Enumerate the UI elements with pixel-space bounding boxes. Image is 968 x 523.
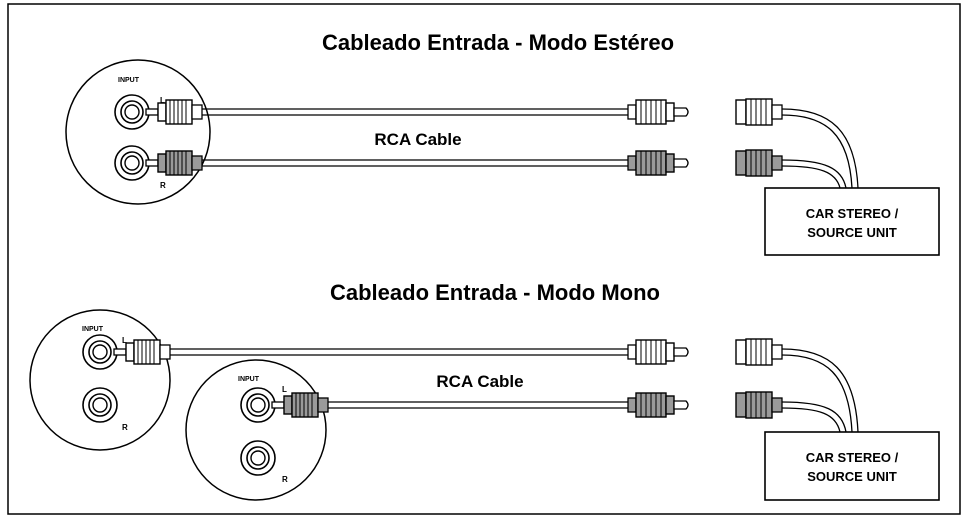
stereo-cable-label: RCA Cable (374, 130, 461, 149)
mono-amp1-right-label: R (122, 423, 128, 432)
mono-cable-label: RCA Cable (436, 372, 523, 391)
mono-amp2-panel (185, 359, 327, 501)
mono-amp1-left-label: L (122, 336, 127, 345)
mono-amp2-left-label: L (282, 385, 287, 394)
stereo-left-label: L (160, 96, 165, 105)
stereo-input-label: INPUT (118, 77, 140, 84)
mono-unit-line1: CAR STEREO / (806, 450, 899, 465)
stereo-left-wire-a (781, 108, 859, 189)
mono-amp1-input-label: INPUT (82, 326, 104, 333)
mono-right-wire-b (781, 407, 841, 433)
mono-amp2-right-label: R (282, 475, 288, 484)
mono-source-unit (764, 431, 940, 501)
mono-amp2-input-label: INPUT (238, 376, 260, 383)
mono-amp1-right-jack (82, 387, 118, 423)
stereo-source-unit (764, 187, 940, 256)
mono-amp1-left-jack (82, 334, 118, 370)
stereo-right-jack (114, 145, 150, 181)
mono-right-wire-a (781, 401, 847, 433)
mono-section: Cableado Entrada - Modo Mono INPUT L R I… (29, 280, 940, 501)
mono-unit-line2: SOURCE UNIT (807, 469, 897, 484)
stereo-right-wire-b (781, 165, 841, 189)
mono-amp2-right-jack (240, 440, 276, 476)
stereo-unit-line1: CAR STEREO / (806, 206, 899, 221)
mono-left-wire-b (781, 354, 853, 433)
stereo-left-jack (114, 94, 150, 130)
stereo-section: Cableado Entrada - Modo Estéreo INPUT L … (65, 30, 940, 256)
mono-title: Cableado Entrada - Modo Mono (330, 280, 660, 305)
stereo-right-wire-a (781, 159, 847, 189)
stereo-right-label: R (160, 181, 166, 190)
stereo-unit-line2: SOURCE UNIT (807, 225, 897, 240)
mono-amp2-left-jack (240, 387, 276, 423)
stereo-left-wire-b (781, 114, 853, 189)
mono-left-wire-a (781, 348, 859, 433)
stereo-title: Cableado Entrada - Modo Estéreo (322, 30, 674, 55)
